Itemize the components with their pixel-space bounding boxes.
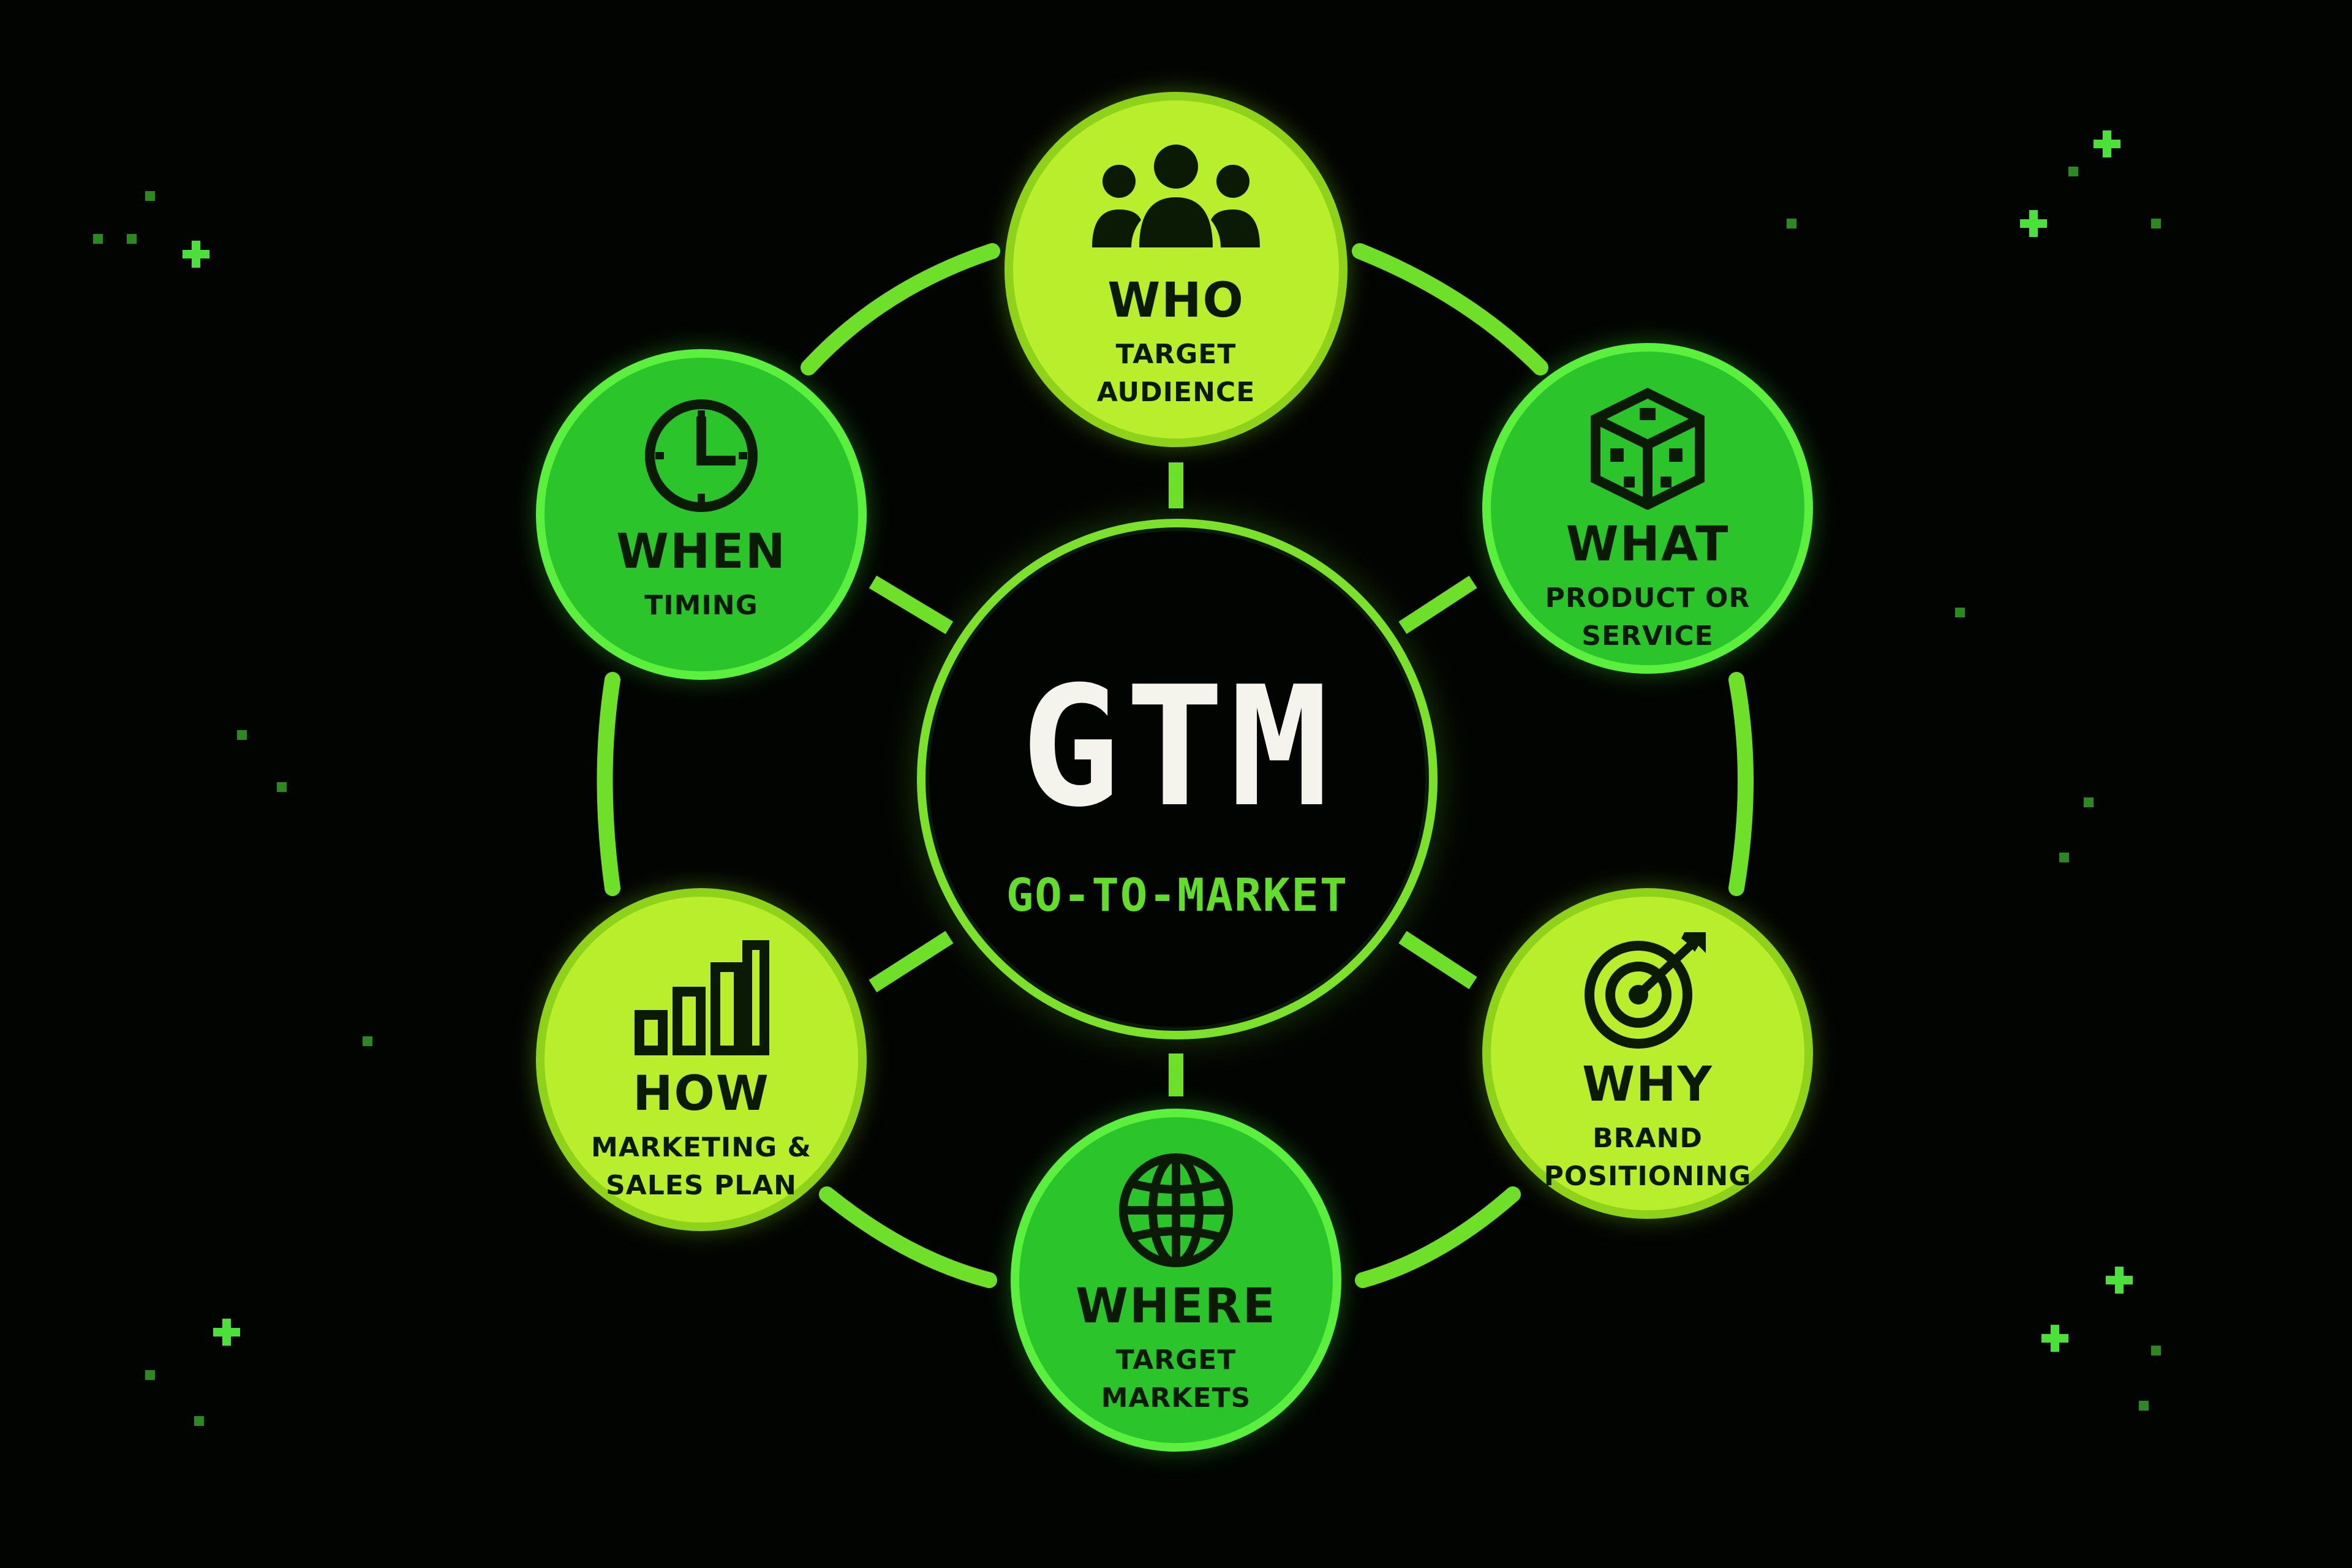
spoke-why: [1398, 930, 1477, 990]
node-when[interactable]: WHEN TIMING: [536, 349, 867, 680]
ring-arc-where-how: [819, 1186, 997, 1288]
node-who[interactable]: WHO TARGET AUDIENCE: [1005, 92, 1348, 447]
ring-arc-when-who: [801, 243, 1000, 375]
sparkle-dot: [2139, 1401, 2149, 1411]
node-subtitle: TARGET AUDIENCE: [1096, 339, 1256, 408]
node-title: WHO: [1107, 273, 1245, 328]
sparkle-icon: [2094, 130, 2120, 157]
sparkle-dot: [145, 191, 155, 201]
clock-icon: [645, 399, 758, 512]
sparkle-icon: [213, 1319, 240, 1346]
node-why[interactable]: WHY BRAND POSITIONING: [1482, 888, 1813, 1219]
node-where[interactable]: WHERE TARGET MARKETS: [1011, 1109, 1341, 1452]
sparkle-dot: [277, 782, 287, 792]
spoke-how: [869, 930, 954, 993]
center-hub[interactable]: GTM GO-TO-MARKET: [917, 519, 1438, 1039]
sparkle-icon: [183, 241, 209, 268]
node-title: WHERE: [1076, 1279, 1276, 1334]
sparkle-dot: [237, 730, 247, 740]
spoke-what: [1398, 575, 1477, 635]
node-subtitle: TARGET MARKETS: [1101, 1344, 1251, 1414]
globe-icon: [1119, 1153, 1233, 1267]
sparkle-icon: [2020, 210, 2047, 237]
sparkle-dot: [2059, 853, 2069, 862]
node-subtitle: PRODUCT OR SERVICE: [1545, 582, 1751, 652]
node-title: WHEN: [616, 524, 786, 579]
sparkle-dot: [1955, 608, 1965, 617]
center-subtitle: GO-TO-MARKET: [1006, 869, 1349, 922]
target-icon: [1585, 932, 1706, 1049]
spoke-when: [869, 575, 954, 635]
sparkle-dot: [2151, 1346, 2161, 1355]
sparkle-dot: [1787, 219, 1796, 228]
sparkle-icon: [2106, 1267, 2133, 1294]
sparkle-dot: [2151, 219, 2161, 228]
ring-arc-how-when: [597, 672, 620, 896]
node-what[interactable]: WHAT PRODUCT OR SERVICE: [1482, 343, 1813, 674]
sparkle-dot: [145, 1370, 155, 1380]
node-subtitle: TIMING: [644, 590, 758, 621]
sparkle-dot: [127, 234, 137, 244]
ring-arc-why-where: [1355, 1186, 1521, 1288]
people-group-icon: [1092, 145, 1260, 247]
sparkle-dot: [2084, 797, 2094, 807]
node-title: WHY: [1582, 1057, 1713, 1112]
center-title: GTM: [1020, 650, 1334, 843]
sparkle-dot: [194, 1416, 204, 1426]
sparkle-icon: [2041, 1325, 2068, 1352]
sparkle-dot: [93, 234, 103, 244]
ring-arc-who-what: [1352, 243, 1548, 375]
node-subtitle: BRAND POSITIONING: [1544, 1123, 1752, 1192]
ring-arc-what-why: [1728, 672, 1754, 896]
node-title: HOW: [633, 1066, 770, 1121]
sparkle-dot: [363, 1036, 372, 1046]
box-icon: [1591, 388, 1705, 510]
node-how[interactable]: HOW MARKETING & SALES PLAN: [536, 888, 867, 1231]
node-title: WHAT: [1566, 517, 1730, 572]
bar-chart-icon: [635, 940, 769, 1055]
sparkle-dot: [2068, 167, 2078, 176]
node-subtitle: MARKETING & SALES PLAN: [591, 1132, 812, 1201]
